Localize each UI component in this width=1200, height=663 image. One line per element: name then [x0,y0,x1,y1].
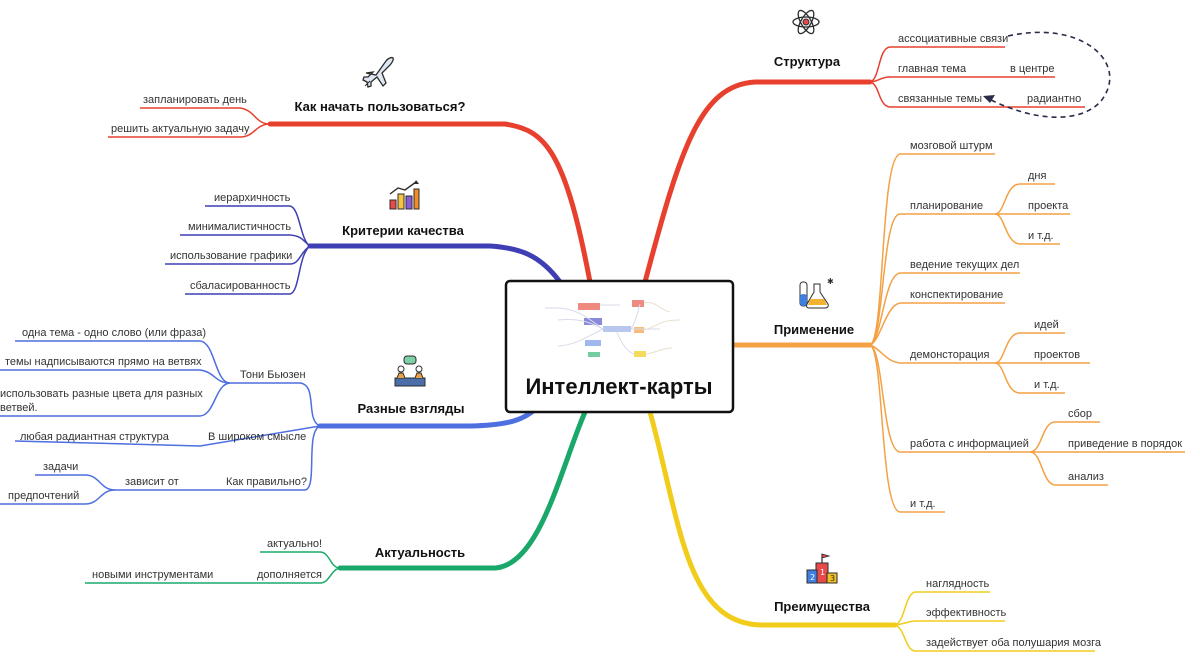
demo-etc[interactable]: и т.д. [1034,379,1060,391]
podium-place-3: 3 [830,574,835,583]
relevance-item-extends[interactable]: дополняется [257,569,322,581]
mini-map-thumbnail [545,300,681,357]
views-broad-label[interactable]: В широком смысле [208,431,306,443]
discussion-icon [394,355,426,387]
lab-flask-icon: ✱ [799,277,834,309]
demo-ideas[interactable]: идей [1034,319,1059,331]
application-item-planning[interactable]: планирование [910,200,983,212]
application-subbranches [869,153,1185,513]
views-buzan-item-3[interactable]: использовать разные цвета для разных [0,388,203,400]
application-item-notes[interactable]: конспектирование [910,289,1003,301]
advantages-item-efficiency[interactable]: эффективность [926,607,1007,619]
views-buzan-item-3b[interactable]: ветвей. [0,402,38,414]
info-analyze[interactable]: анализ [1068,471,1104,483]
branch-title-advantages[interactable]: Преимущества [774,599,871,614]
criteria-item-minimalism[interactable]: минималистичность [188,221,291,233]
branch-line-start[interactable] [267,121,593,285]
advantages-item-brain[interactable]: задействует оба полушария мозга [926,637,1102,649]
podium-icon: 1 2 3 [806,553,838,584]
atom-icon [792,9,820,35]
views-right-label[interactable]: Как правильно? [226,476,307,488]
views-depends-task[interactable]: задачи [43,461,78,473]
views-buzan-item-1[interactable]: одна тема - одно слово (или фраза) [22,327,206,339]
branch-application: Применение мозговой штурм планирование в… [774,140,1182,510]
branch-start: Как начать пользоваться? запланировать д… [111,94,466,135]
start-item-solve-task[interactable]: решить актуальную задачу [111,123,250,135]
branch-line-structure[interactable] [642,79,873,285]
structure-sub-center[interactable]: в центре [1010,63,1055,75]
structure-item-main[interactable]: главная тема [898,63,967,75]
branch-relevance: Актуальность актуально! дополняется новы… [92,538,465,581]
advantages-item-visual[interactable]: наглядность [926,578,989,590]
start-item-plan-day[interactable]: запланировать день [143,94,247,106]
application-item-tasks[interactable]: ведение текущих дел [910,259,1019,271]
criteria-item-graphics[interactable]: использование графики [170,250,292,262]
start-subbranches [108,107,271,138]
criteria-item-hierarchy[interactable]: иерархичность [214,192,291,204]
views-broad-item[interactable]: любая радиантная структура [20,431,170,443]
views-depends-label[interactable]: зависит от [125,476,179,488]
branch-title-start[interactable]: Как начать пользоваться? [295,99,466,114]
info-collect[interactable]: сбор [1068,408,1092,420]
association-dashed-arrow [984,31,1111,118]
branch-title-criteria[interactable]: Критерии качества [342,223,464,238]
info-organize[interactable]: приведение в порядок [1068,438,1182,450]
application-item-brainstorm[interactable]: мозговой штурм [910,140,993,152]
branch-line-advantages[interactable] [647,409,898,628]
relevance-subbranches [85,551,341,584]
planning-etc[interactable]: и т.д. [1028,230,1054,242]
planning-project[interactable]: проекта [1028,200,1069,212]
branch-advantages: Преимущества наглядность эффективность з… [774,578,1102,649]
branch-title-structure[interactable]: Структура [774,54,841,69]
branch-title-relevance[interactable]: Актуальность [375,545,465,560]
structure-item-assoc[interactable]: ассоциативные связи [898,33,1008,45]
branch-criteria: Критерии качества иерархичность минимали… [170,192,465,292]
application-item-info[interactable]: работа с информацией [910,438,1029,450]
views-depends-pref[interactable]: предпочтений [8,490,79,502]
demo-projects[interactable]: проектов [1034,349,1080,361]
branch-line-criteria[interactable] [307,243,563,285]
views-subbranches [0,340,321,505]
application-item-etc[interactable]: и т.д. [910,498,936,510]
branch-structure: Структура ассоциативные связи главная те… [774,33,1081,105]
podium-place-1: 1 [820,568,825,577]
branch-title-application[interactable]: Применение [774,322,854,337]
relevance-item-actual[interactable]: актуально! [267,538,322,550]
structure-sub-radiant[interactable]: радиантно [1027,93,1081,105]
bar-chart-icon [389,180,420,210]
views-buzan-item-2[interactable]: темы надписываются прямо на ветвях [5,356,202,368]
association-arrowhead [983,95,995,103]
relevance-sub-tools[interactable]: новыми инструментами [92,569,213,581]
views-buzan-label[interactable]: Тони Бьюзен [240,369,306,381]
branch-line-relevance[interactable] [337,409,588,571]
application-item-demo[interactable]: демонсторация [910,349,990,361]
advantages-subbranches [894,591,1095,652]
podium-place-2: 2 [810,573,815,582]
structure-item-related[interactable]: связанные темы [898,93,982,105]
svg-text:✱: ✱ [827,277,834,286]
center-node[interactable]: Интеллект-карты [504,279,735,414]
airplane-icon [362,56,394,88]
branch-views: Разные взгляды Тони Бьюзен одна тема - о… [0,327,464,502]
criteria-item-balance[interactable]: сбаласированность [190,280,291,292]
structure-subbranches [869,46,1085,108]
planning-day[interactable]: дня [1028,170,1046,182]
criteria-subbranches [165,205,311,295]
center-title[interactable]: Интеллект-карты [525,374,712,399]
views-broad-underline [14,440,201,447]
branch-title-views[interactable]: Разные взгляды [358,401,465,416]
